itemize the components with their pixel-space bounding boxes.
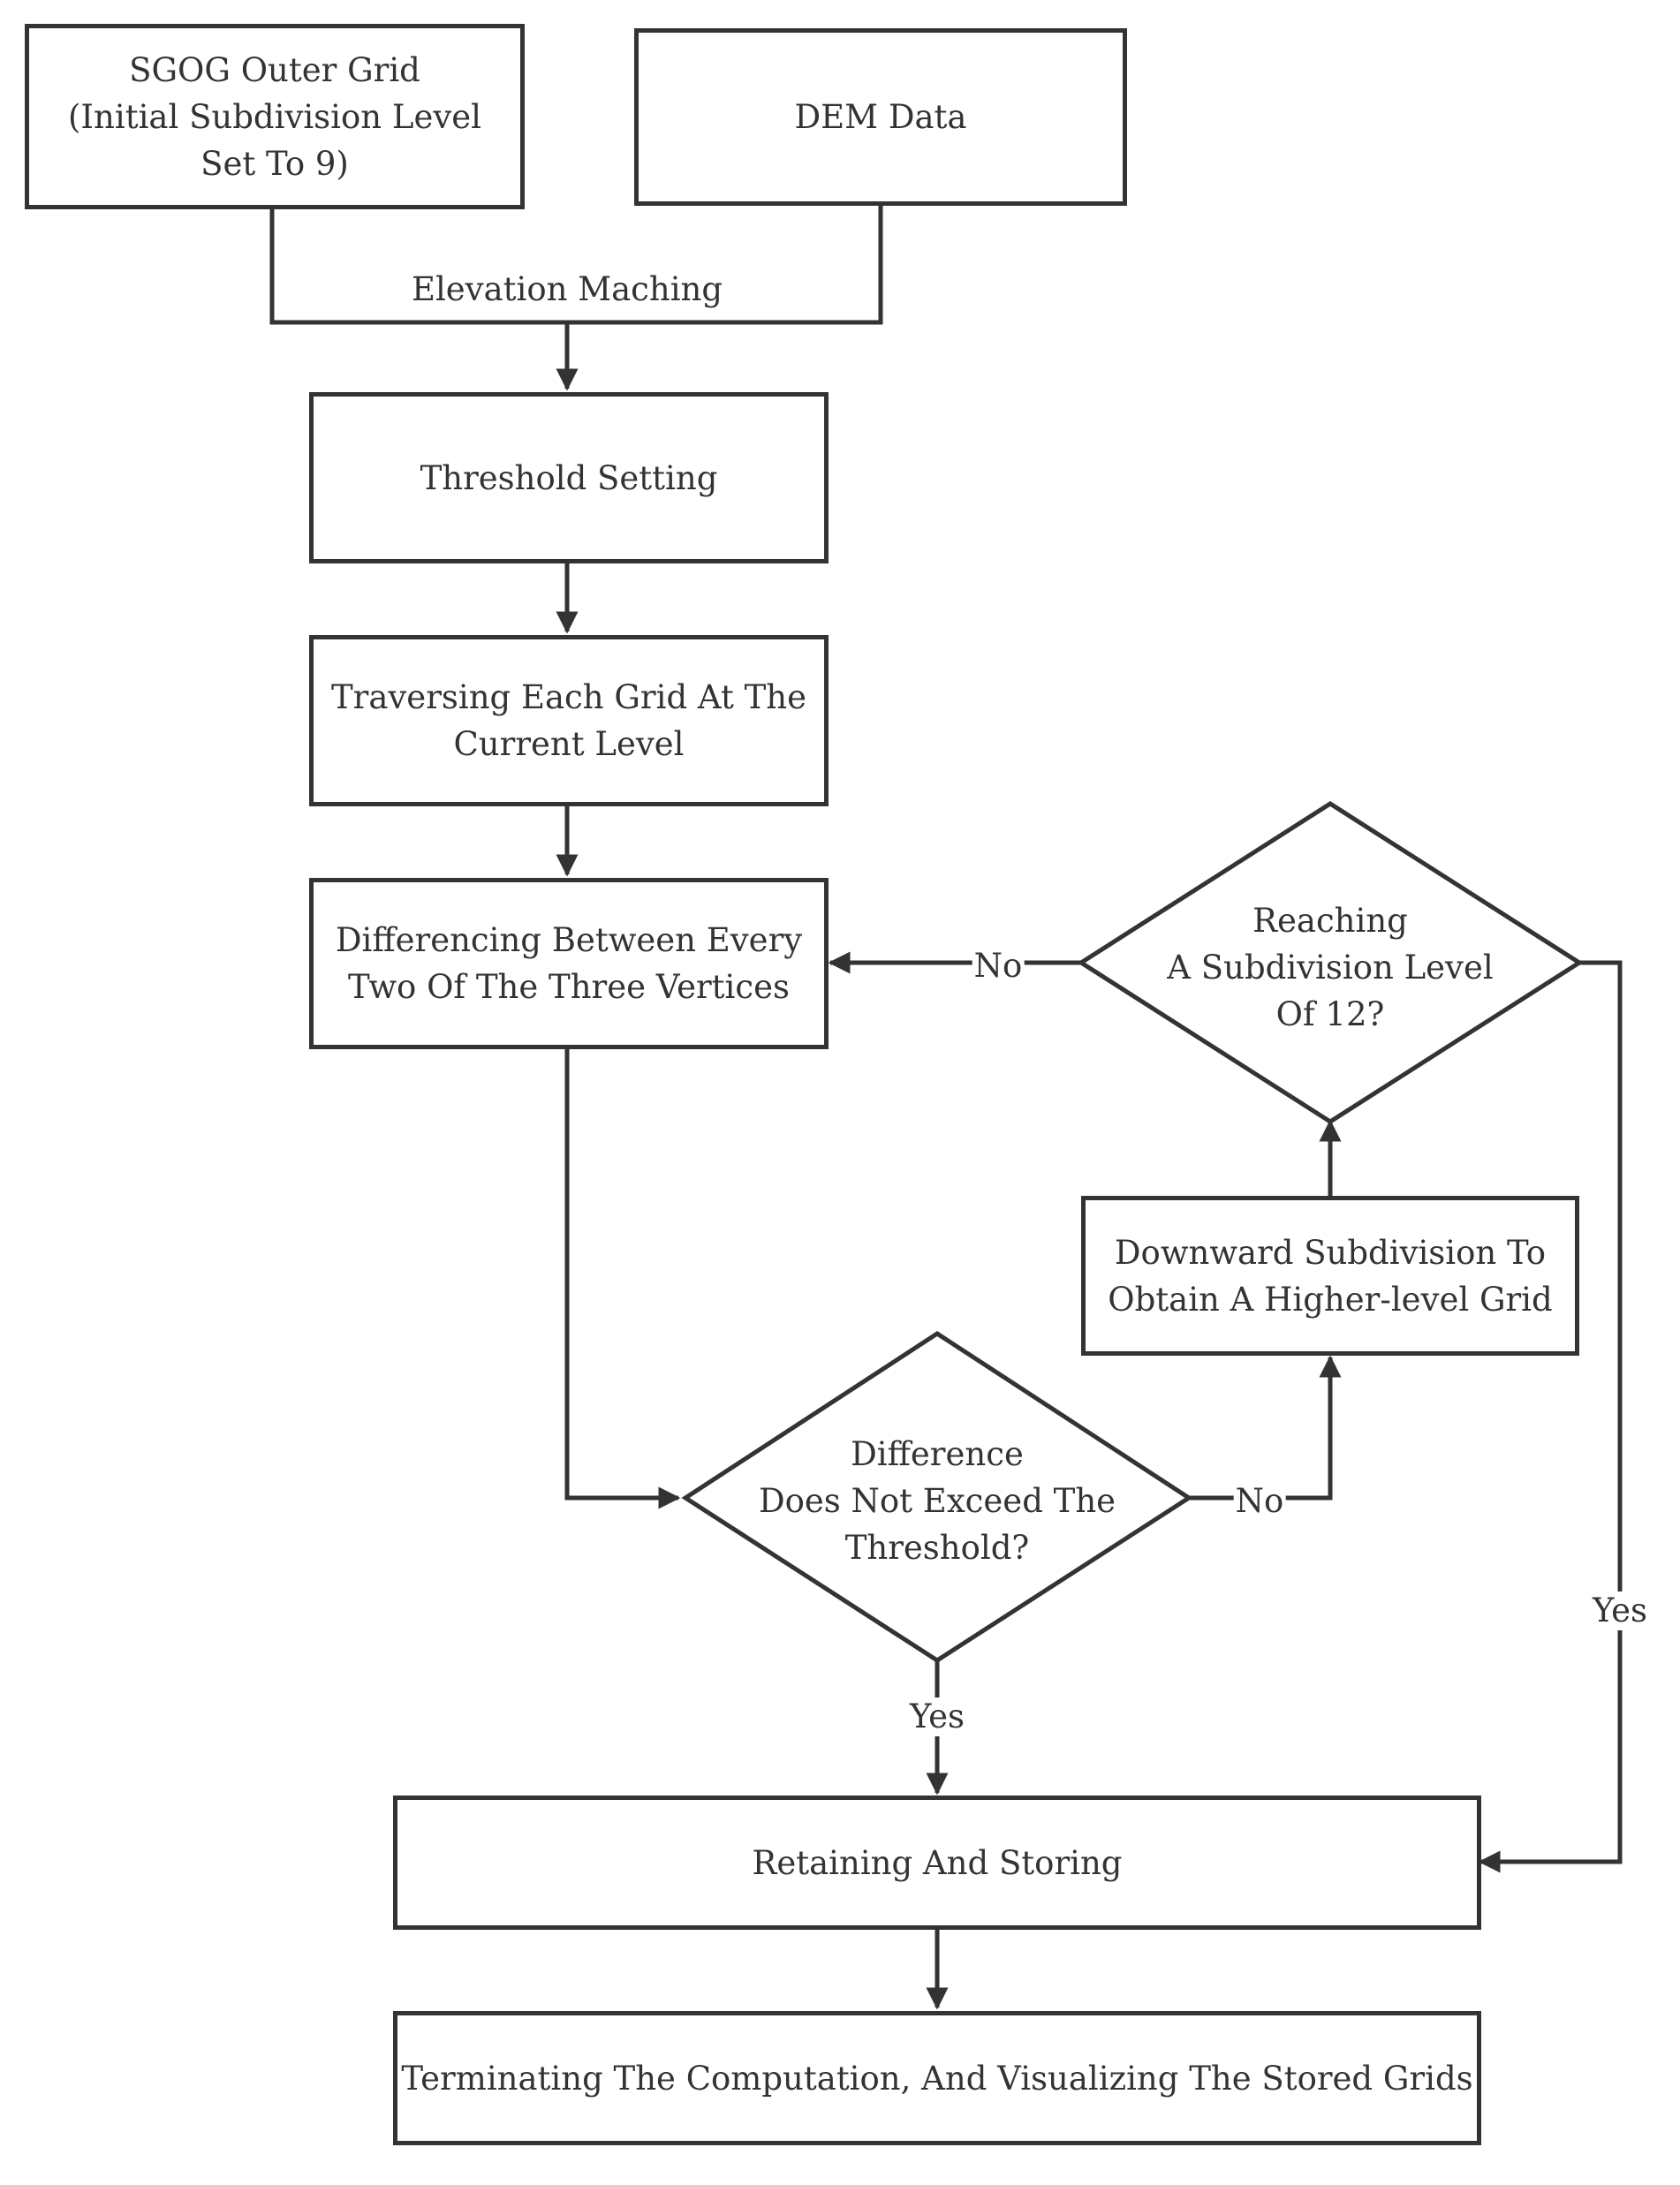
sgog-outer-grid-node: SGOG Outer Grid (Initial Subdivision Lev… xyxy=(25,24,525,209)
difference-no-label: No xyxy=(1233,1482,1286,1521)
downward-subdivision-node: Downward Subdivision To Obtain A Higher-… xyxy=(1081,1196,1579,1356)
terminating-node: Terminating The Computation, And Visuali… xyxy=(393,2011,1481,2145)
terminating-label: Terminating The Computation, And Visuali… xyxy=(401,2059,1473,2098)
downward-subdivision-label: Downward Subdivision To Obtain A Higher-… xyxy=(1108,1233,1553,1319)
dem-data-node: DEM Data xyxy=(634,28,1127,206)
traversing-node: Traversing Each Grid At The Current Leve… xyxy=(309,635,829,806)
difference-check-diamond xyxy=(681,1331,1193,1663)
reaching-no-label: No xyxy=(972,947,1025,986)
dem-data-label: DEM Data xyxy=(794,98,967,136)
threshold-setting-node: Threshold Setting xyxy=(309,392,829,563)
differencing-node: Differencing Between Every Two Of The Th… xyxy=(309,878,829,1049)
differencing-label: Differencing Between Every Two Of The Th… xyxy=(335,921,803,1006)
retaining-label: Retaining And Storing xyxy=(752,1843,1123,1882)
reaching-level-label: Reaching A Subdivision Level Of 12? xyxy=(1167,901,1494,1033)
difference-yes-label: Yes xyxy=(907,1697,967,1736)
threshold-setting-label: Threshold Setting xyxy=(420,458,718,497)
edge-difference-no xyxy=(1189,1355,1342,1501)
edge-sgog-merge xyxy=(269,204,883,325)
traversing-label: Traversing Each Grid At The Current Leve… xyxy=(330,678,807,763)
reaching-yes-label: Yes xyxy=(1590,1591,1650,1630)
edge-differencing-to-difference-check xyxy=(564,1048,681,1509)
sgog-outer-grid-label: SGOG Outer Grid (Initial Subdivision Lev… xyxy=(68,50,481,183)
elevation-matching-label: Elevation Maching xyxy=(409,270,725,309)
edge-reaching-yes xyxy=(1478,960,1623,1873)
reaching-level-diamond xyxy=(1077,801,1584,1124)
retaining-node: Retaining And Storing xyxy=(393,1796,1481,1930)
difference-check-label: Difference Does Not Exceed The Threshold… xyxy=(758,1434,1116,1567)
